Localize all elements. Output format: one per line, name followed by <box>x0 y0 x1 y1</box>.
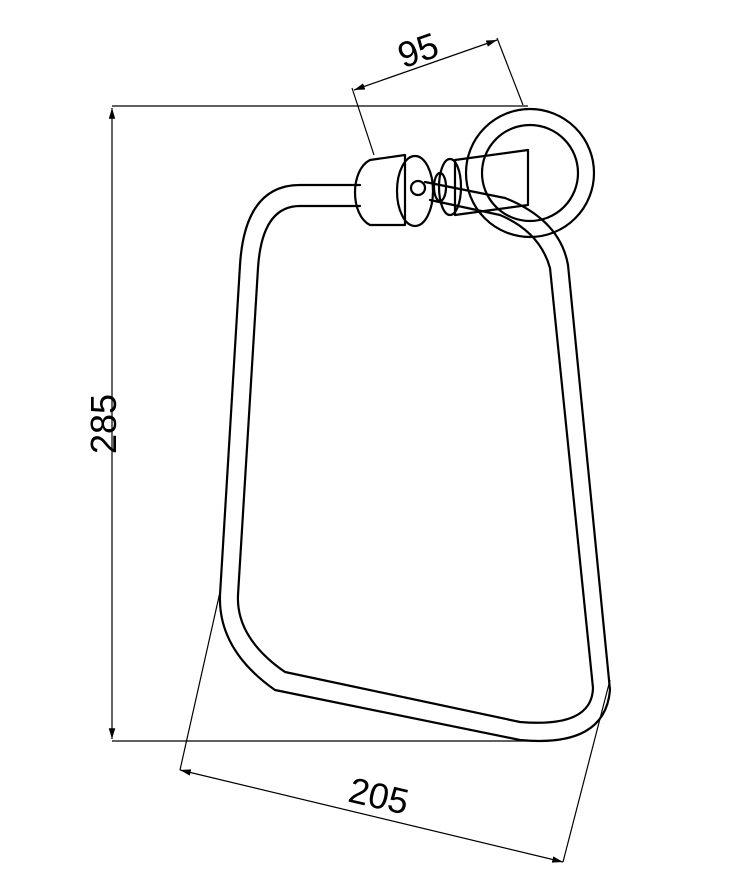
dimension-depth <box>351 37 524 156</box>
dimension-width <box>179 591 611 863</box>
wall-mount-plate <box>464 107 596 239</box>
knuckle-cylinder <box>353 153 435 228</box>
dimension-depth-label: 95 <box>392 24 443 76</box>
dimension-width-label: 205 <box>345 769 413 822</box>
mount-arm <box>432 148 530 217</box>
dimension-height <box>108 105 528 742</box>
dimension-height-label: 285 <box>83 394 124 454</box>
towel-ring <box>218 180 612 742</box>
